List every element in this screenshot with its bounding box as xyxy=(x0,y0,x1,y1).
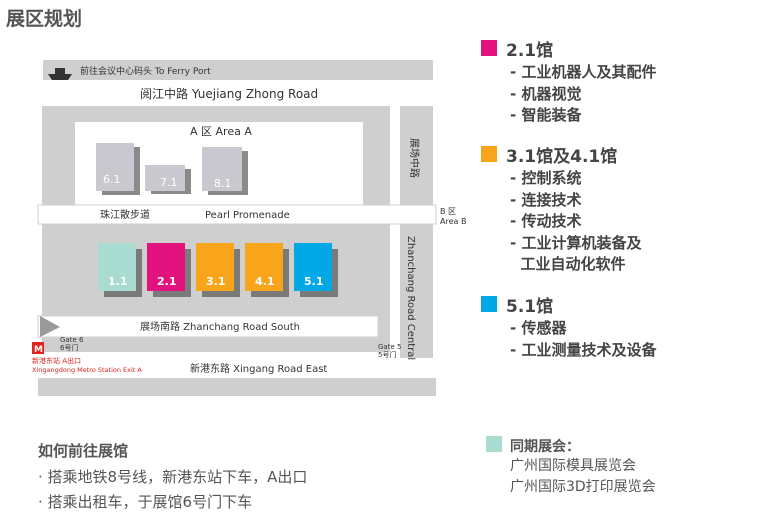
legend-swatch-magenta xyxy=(481,40,497,56)
hall-7-1-label: 7.1 xyxy=(160,176,178,189)
pearl-promenade xyxy=(37,204,437,225)
legend-swatch-mint xyxy=(486,436,502,452)
road-bottom-label: 新港东路 Xingang Road East xyxy=(190,362,327,375)
hall-6-1-label: 6.1 xyxy=(103,173,121,186)
legend-item: - 传动技术 xyxy=(510,212,582,230)
gate6-cn: 6号门 xyxy=(60,343,78,352)
legend-title-hall-5-1: 5.1馆 xyxy=(506,297,554,317)
concurrent-title: 同期展会： xyxy=(510,439,580,455)
hall-5-1: 5.1 xyxy=(294,243,338,297)
concurrent-line: 广州国际3D打印展览会 xyxy=(510,479,656,495)
hall-1-1-label: 1.1 xyxy=(108,275,128,288)
hall-2-1: 2.1 xyxy=(147,243,191,297)
road-south-label: 展场南路 Zhanchang Road South xyxy=(140,320,300,333)
ship-icon xyxy=(48,68,72,80)
metro-icon: M xyxy=(32,342,44,355)
road-right-en: Zhanchang Road Central xyxy=(405,236,416,360)
hall-7-1: 7.1 xyxy=(145,165,191,194)
metro-cn: 新港东站 A出口 xyxy=(32,356,81,365)
legend-title-hall-3-4: 3.1馆及4.1馆 xyxy=(506,147,618,167)
legend-item: - 控制系统 xyxy=(510,169,582,187)
legend-item: - 传感器 xyxy=(510,319,567,337)
area-b-en: Area B xyxy=(440,217,466,226)
legend-item: - 工业测量技术及设备 xyxy=(510,340,657,359)
hall-4-1-label: 4.1 xyxy=(255,275,275,288)
legend-swatch-orange xyxy=(481,146,497,162)
directions-line: · 搭乘出租车，于展馆6号门下车 xyxy=(38,493,253,511)
svg-text:M: M xyxy=(34,345,43,355)
bottom-road xyxy=(38,378,436,396)
gate-arrow-icon xyxy=(40,316,60,337)
legend-item: - 工业机器人及其配件 xyxy=(510,63,657,81)
legend-items-hall-2-1: - 工业机器人及其配件 - 机器视觉 - 智能装备 xyxy=(510,62,656,127)
hall-8-1-label: 8.1 xyxy=(214,177,232,190)
legend-item: - 连接技术 xyxy=(510,190,582,209)
metro-en: Xingangdong Metro Station Exit A xyxy=(32,366,142,374)
area-a-label: A 区 Area A xyxy=(190,125,252,138)
legend-items-hall-3-4: - 控制系统 - 连接技术 - 传动技术 - 工业计算机装备及 工业自动化软件 xyxy=(510,168,641,276)
promenade-en: Pearl Promenade xyxy=(205,210,290,221)
hall-6-1: 6.1 xyxy=(96,143,140,195)
hall-8-1: 8.1 xyxy=(202,147,248,195)
venue-map: 前往会议中心码头 To Ferry Port 阅江中路 Yuejiang Zho… xyxy=(32,60,466,396)
right-road xyxy=(400,106,433,358)
promenade-cn: 珠江散步道 xyxy=(100,208,150,221)
gate5-cn: 5号门 xyxy=(378,350,396,359)
legend-items-hall-5-1: - 传感器 - 工业测量技术及设备 xyxy=(510,318,656,361)
page-title: 展区规划 xyxy=(6,8,83,30)
legend-item: - 工业计算机装备及 xyxy=(510,233,642,252)
legend-item: 工业自动化软件 xyxy=(510,255,626,273)
ferry-label: 前往会议中心码头 To Ferry Port xyxy=(80,65,211,77)
road-right-cn: 展场中路 xyxy=(408,138,421,178)
legend-item: - 智能装备 xyxy=(510,106,582,124)
road-top-label: 阅江中路 Yuejiang Zhong Road xyxy=(140,86,318,101)
south-road xyxy=(37,315,379,338)
hall-1-1: 1.1 xyxy=(98,243,142,297)
legend-item: - 机器视觉 xyxy=(510,84,582,103)
hall-3-1: 3.1 xyxy=(196,243,240,297)
directions-title: 如何前往展馆 xyxy=(38,442,129,460)
directions-line: · 搭乘地铁8号线，新港东站下车，A出口 xyxy=(38,468,308,486)
hall-5-1-label: 5.1 xyxy=(304,275,324,288)
directions-section: 如何前往展馆 · 搭乘地铁8号线，新港东站下车，A出口 · 搭乘出租车，于展馆6… xyxy=(38,440,307,515)
area-b-cn: B 区 xyxy=(440,207,456,216)
gate6-en: Gate 6 xyxy=(60,336,84,344)
hall-2-1-label: 2.1 xyxy=(157,275,177,288)
legend-swatch-blue xyxy=(481,296,497,312)
hall-4-1: 4.1 xyxy=(245,243,289,297)
ferry-road xyxy=(43,60,433,80)
hall-3-1-label: 3.1 xyxy=(206,275,226,288)
gate5-en: Gate 5 xyxy=(378,343,401,351)
legend-title-hall-2-1: 2.1馆 xyxy=(506,41,554,61)
concurrent-line: 广州国际模具展览会 xyxy=(510,458,636,474)
